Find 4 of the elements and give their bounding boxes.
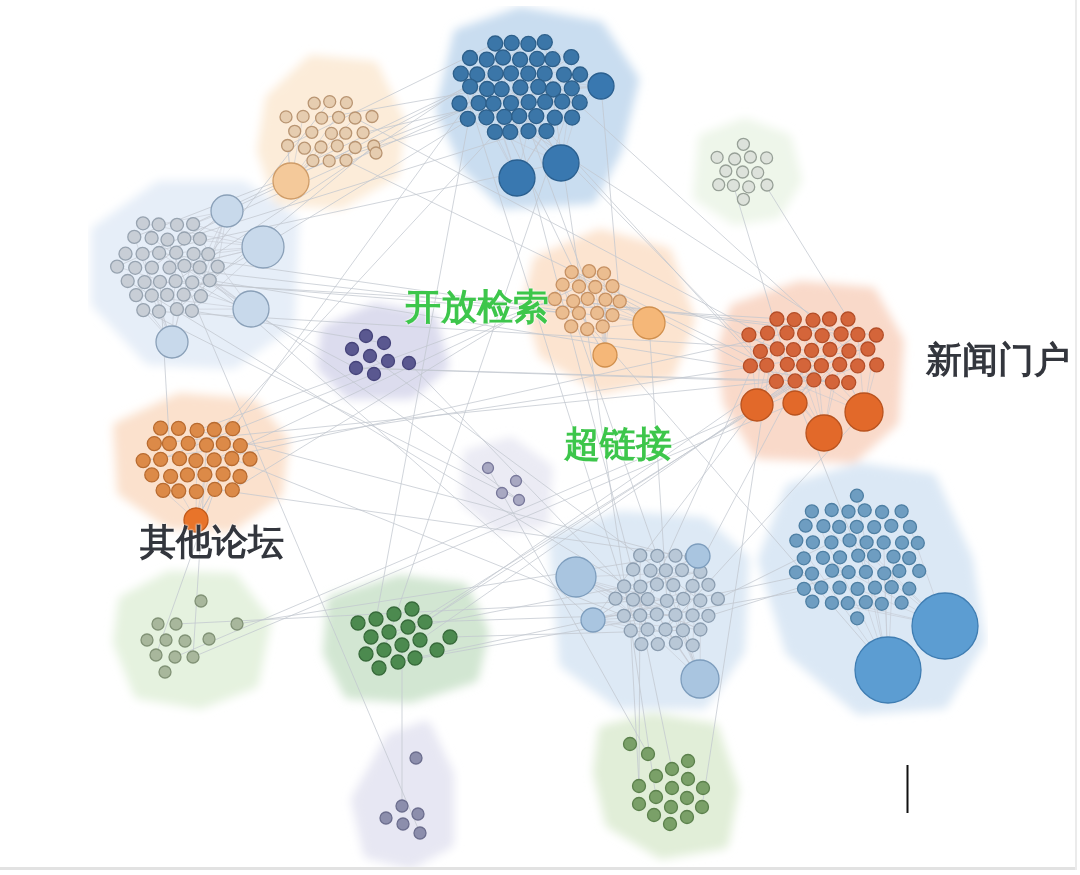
annotation-label: 开放检索 <box>405 289 549 325</box>
cluster-label: 新闻门户 <box>926 342 1070 378</box>
cluster-label: 其他论坛 <box>140 524 284 560</box>
annotation-label: 超链接 <box>564 426 672 462</box>
